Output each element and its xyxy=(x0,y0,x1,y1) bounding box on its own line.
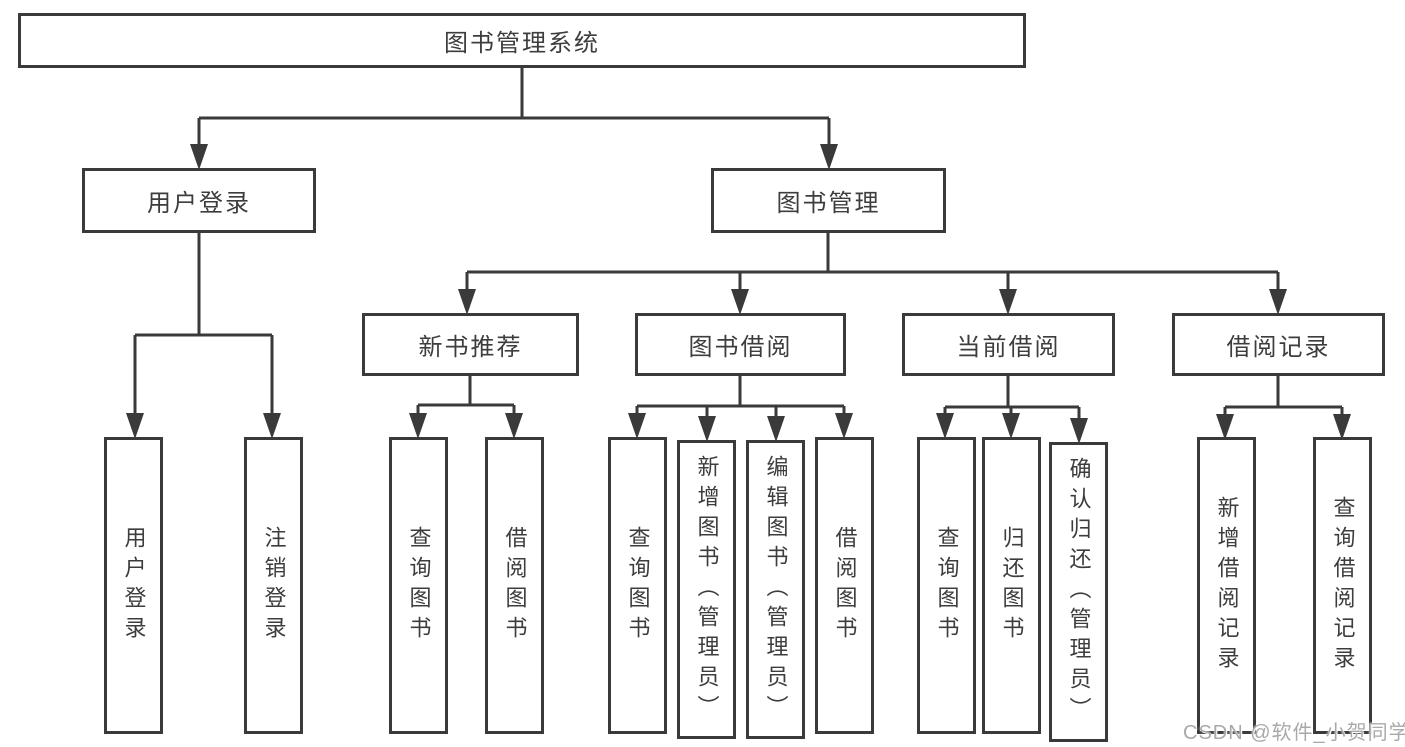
leaf-return-books: 归还图书 xyxy=(982,437,1041,734)
node-current-borrowing: 当前借阅 xyxy=(902,313,1115,376)
leaf-label: 新增借阅记录 xyxy=(1214,495,1240,676)
node-label: 当前借阅 xyxy=(956,334,1061,361)
leaf-query-books: 查询图书 xyxy=(389,437,448,734)
leaf-label: 查询图书 xyxy=(934,525,960,646)
leaf-label: 查询借阅记录 xyxy=(1330,495,1356,676)
leaf-confirm-return-admin: 确认归还（管理员） xyxy=(1049,442,1108,742)
node-user-login: 用户登录 xyxy=(82,168,316,233)
leaf-logout: 注销登录 xyxy=(244,437,303,734)
node-label: 图书借阅 xyxy=(688,334,793,361)
leaf-borrow-books: 借阅图书 xyxy=(485,437,544,734)
node-label: 图书管理系统 xyxy=(444,30,600,57)
leaf-label: 查询图书 xyxy=(406,525,432,646)
node-label: 图书管理 xyxy=(776,190,881,217)
leaf-label: 借阅图书 xyxy=(502,525,528,646)
leaf-query-books: 查询图书 xyxy=(608,437,667,734)
node-label: 新书推荐 xyxy=(418,334,523,361)
leaf-label: 编辑图书（管理员） xyxy=(763,454,789,725)
node-label: 用户登录 xyxy=(147,190,251,217)
leaf-label: 用户登录 xyxy=(121,525,147,646)
leaf-label: 归还图书 xyxy=(999,525,1025,646)
node-book-management: 图书管理 xyxy=(711,168,946,233)
csdn-watermark: CSDN @软件_小贺同学 xyxy=(1183,722,1405,744)
leaf-user-login: 用户登录 xyxy=(104,437,163,734)
leaf-borrow-books: 借阅图书 xyxy=(815,437,874,734)
node-borrowing-records: 借阅记录 xyxy=(1172,313,1385,376)
node-book-borrowing: 图书借阅 xyxy=(635,313,846,376)
leaf-label: 注销登录 xyxy=(261,525,287,646)
leaf-label: 查询图书 xyxy=(625,525,651,646)
leaf-edit-books-admin: 编辑图书（管理员） xyxy=(746,440,805,739)
node-library-management-system: 图书管理系统 xyxy=(18,13,1026,68)
arrowhead-icons xyxy=(126,144,1351,444)
leaf-label: 借阅图书 xyxy=(832,525,858,646)
node-new-book-recommendation: 新书推荐 xyxy=(362,313,579,376)
leaf-query-books: 查询图书 xyxy=(917,437,976,734)
leaf-label: 确认归还（管理员） xyxy=(1066,457,1092,727)
leaf-query-borrow-record: 查询借阅记录 xyxy=(1313,437,1372,734)
leaf-add-books-admin: 新增图书（管理员） xyxy=(677,440,736,739)
leaf-label: 新增图书（管理员） xyxy=(694,454,720,725)
node-label: 借阅记录 xyxy=(1226,334,1331,361)
leaf-add-borrow-record: 新增借阅记录 xyxy=(1197,437,1256,734)
